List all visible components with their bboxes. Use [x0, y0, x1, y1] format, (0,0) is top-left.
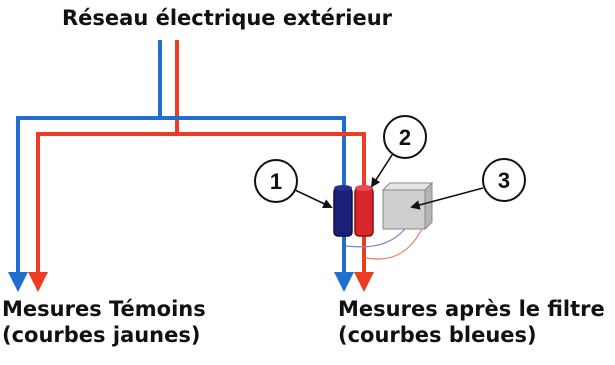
callout-3-pointer	[410, 187, 484, 210]
component-1-capacitor	[333, 185, 353, 237]
callout-2-number: 2	[399, 125, 411, 150]
left-output-line2: (courbes jaunes)	[2, 323, 201, 347]
right-output-line1: Mesures après le filtre	[338, 297, 605, 321]
component-3-box	[381, 181, 434, 231]
diagram-title: Réseau électrique extérieur	[62, 6, 393, 30]
thin-blue-signal-line	[345, 228, 406, 248]
callout-1: 1	[254, 159, 298, 203]
left-output-label: Mesures Témoins (courbes jaunes)	[2, 296, 206, 348]
callout-2-pointer	[370, 154, 393, 188]
callout-2: 2	[383, 115, 427, 159]
component-2-capacitor	[354, 185, 374, 237]
blue-feed-wire	[8, 40, 162, 292]
callout-1-pointer	[294, 189, 333, 209]
right-output-line2: (courbes bleues)	[338, 323, 537, 347]
right-output-label: Mesures après le filtre (courbes bleues)	[338, 296, 605, 348]
callout-1-number: 1	[270, 169, 282, 194]
left-output-line1: Mesures Témoins	[2, 297, 206, 321]
callout-3-number: 3	[498, 168, 510, 193]
red-feed-wire	[28, 40, 179, 292]
thin-red-signal-line	[365, 228, 423, 260]
callout-3: 3	[482, 158, 526, 202]
